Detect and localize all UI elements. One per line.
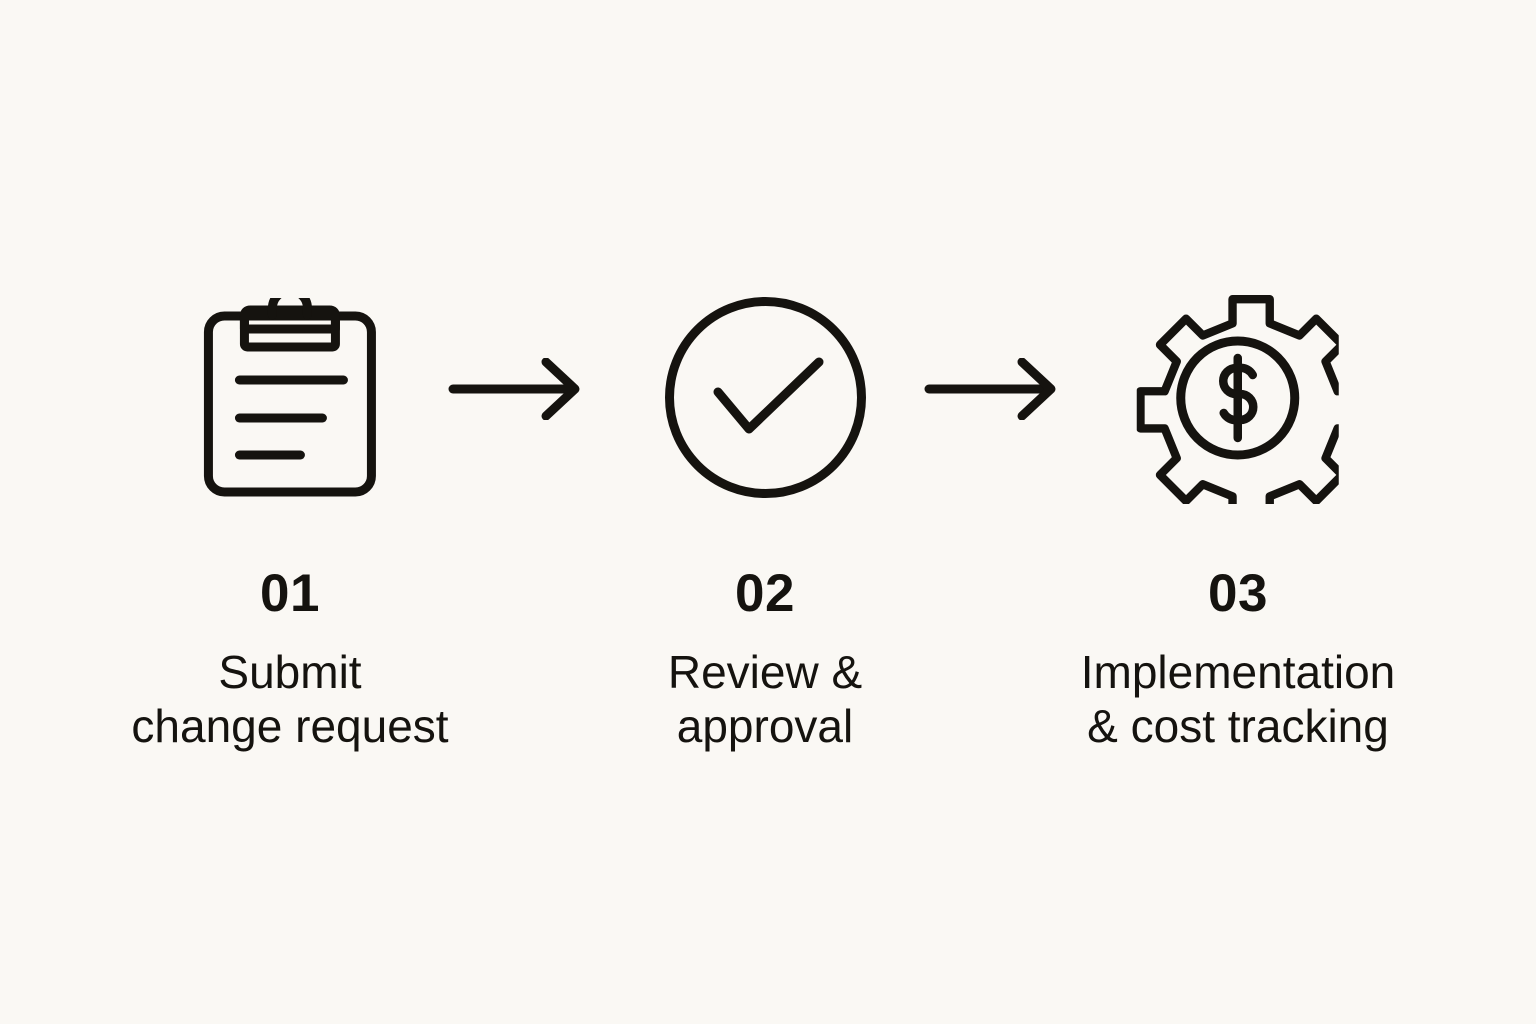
process-step-3: 03 Implementation & cost tracking — [1080, 290, 1396, 754]
step-description-3: Implementation & cost tracking — [1080, 646, 1396, 752]
process-step-1: 01 Submit change request — [131, 290, 449, 754]
step-description-1: Submit change request — [131, 646, 449, 752]
clipboard-icon — [185, 290, 395, 505]
step-number-1: 01 — [260, 564, 320, 623]
step-description-2: Review & approval — [667, 646, 863, 752]
arrow-right-icon-2 — [923, 357, 1063, 421]
step-number-2: 02 — [735, 564, 795, 623]
process-step-2: 02 Review & approval — [660, 290, 870, 754]
check-circle-icon — [660, 290, 870, 505]
gear-dollar-icon — [1133, 290, 1343, 505]
arrow-right-icon-1 — [447, 357, 587, 421]
step-number-3: 03 — [1208, 564, 1268, 623]
